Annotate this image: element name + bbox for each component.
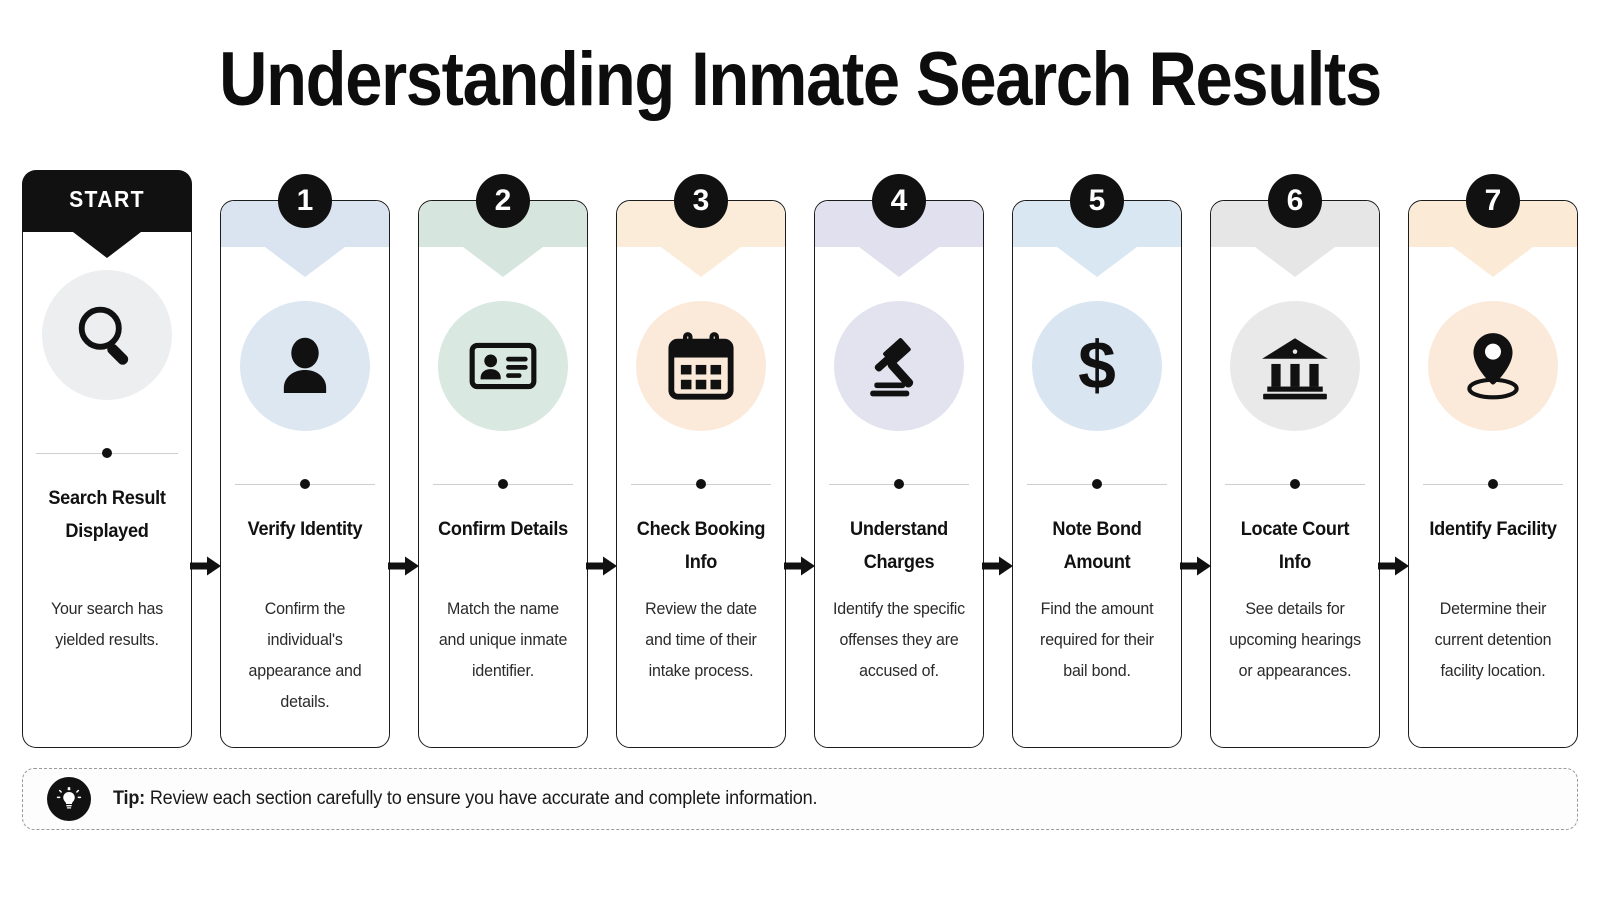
tip-body: Review each section carefully to ensure … bbox=[145, 788, 818, 809]
card-divider bbox=[36, 448, 178, 458]
card-description: Determine their current detention facili… bbox=[1434, 599, 1552, 680]
divider-dot bbox=[696, 479, 706, 489]
card-body bbox=[815, 201, 983, 747]
tip-label: Tip: bbox=[113, 788, 146, 809]
card-title: Note Bond Amount bbox=[1052, 518, 1142, 573]
calendar-icon bbox=[636, 301, 766, 431]
header-notch bbox=[859, 247, 939, 277]
card-description: See details for upcoming hearings or app… bbox=[1229, 599, 1361, 680]
card-title: Locate Court Info bbox=[1240, 518, 1350, 573]
card-title: Confirm Details bbox=[438, 518, 568, 540]
header-notch bbox=[463, 247, 543, 277]
person-icon bbox=[240, 301, 370, 431]
divider-dot bbox=[1488, 479, 1498, 489]
step-number-badge: 4 bbox=[872, 174, 926, 228]
step-number-badge: 2 bbox=[476, 174, 530, 228]
card-description: Identify the specific offenses they are … bbox=[833, 599, 965, 680]
magnifier-icon bbox=[42, 270, 172, 400]
arrow-right-icon bbox=[784, 553, 816, 579]
svg-text:$: $ bbox=[1078, 329, 1116, 403]
card-divider bbox=[1423, 479, 1563, 489]
arrow-right-icon bbox=[388, 553, 420, 579]
id-card-icon bbox=[438, 301, 568, 431]
divider-dot bbox=[1290, 479, 1300, 489]
divider-dot bbox=[102, 448, 112, 458]
divider-dot bbox=[1092, 479, 1102, 489]
step-number-badge: 6 bbox=[1268, 174, 1322, 228]
card-title: Check Booking Info bbox=[636, 518, 766, 573]
card-description: Find the amount required for their bail … bbox=[1040, 599, 1154, 680]
step-number-badge: 7 bbox=[1466, 174, 1520, 228]
header-notch bbox=[73, 232, 141, 258]
step-number-badge: 3 bbox=[674, 174, 728, 228]
card-divider bbox=[433, 479, 573, 489]
step-number-badge: 5 bbox=[1070, 174, 1124, 228]
arrow-right-icon bbox=[586, 553, 618, 579]
step-number-badge: 1 bbox=[278, 174, 332, 228]
bank-icon bbox=[1230, 301, 1360, 431]
gavel-icon bbox=[834, 301, 964, 431]
header-notch bbox=[1057, 247, 1137, 277]
header-notch bbox=[1453, 247, 1533, 277]
card-divider bbox=[235, 479, 375, 489]
card-body bbox=[617, 201, 785, 747]
header-notch bbox=[265, 247, 345, 277]
lightbulb-icon bbox=[47, 777, 91, 821]
dollar-icon: $ bbox=[1032, 301, 1162, 431]
arrow-right-icon bbox=[982, 553, 1014, 579]
page-title: Understanding Inmate Search Results bbox=[219, 37, 1382, 122]
divider-dot bbox=[498, 479, 508, 489]
card-title: Search Result Displayed bbox=[48, 487, 166, 542]
divider-dot bbox=[300, 479, 310, 489]
map-pin-icon bbox=[1428, 301, 1558, 431]
card-title: Identify Facility bbox=[1429, 518, 1557, 540]
tip-text: Tip: Review each section carefully to en… bbox=[113, 788, 818, 810]
card-body bbox=[419, 201, 587, 747]
card-divider bbox=[829, 479, 969, 489]
card-description: Review the date and time of their intake… bbox=[645, 599, 757, 680]
divider-dot bbox=[894, 479, 904, 489]
arrow-right-icon bbox=[1180, 553, 1212, 579]
arrow-right-icon bbox=[1378, 553, 1410, 579]
card-title: Understand Charges bbox=[850, 518, 948, 573]
arrow-right-icon bbox=[190, 553, 222, 579]
card-description: Your search has yielded results. bbox=[50, 599, 164, 649]
start-label: START bbox=[69, 186, 145, 212]
card-divider bbox=[1225, 479, 1365, 489]
header-notch bbox=[1255, 247, 1335, 277]
header-notch bbox=[661, 247, 741, 277]
tip-bar: Tip: Review each section carefully to en… bbox=[22, 768, 1578, 830]
card-body bbox=[221, 201, 389, 747]
card-body bbox=[1013, 201, 1181, 747]
card-divider bbox=[1027, 479, 1167, 489]
card-description: Confirm the individual's appearance and … bbox=[248, 599, 362, 711]
card-description: Match the name and unique inmate identif… bbox=[438, 599, 568, 680]
start-header-band: START bbox=[22, 170, 192, 232]
card-divider bbox=[631, 479, 771, 489]
card-body bbox=[1409, 201, 1577, 747]
card-title: Verify Identity bbox=[247, 518, 363, 540]
